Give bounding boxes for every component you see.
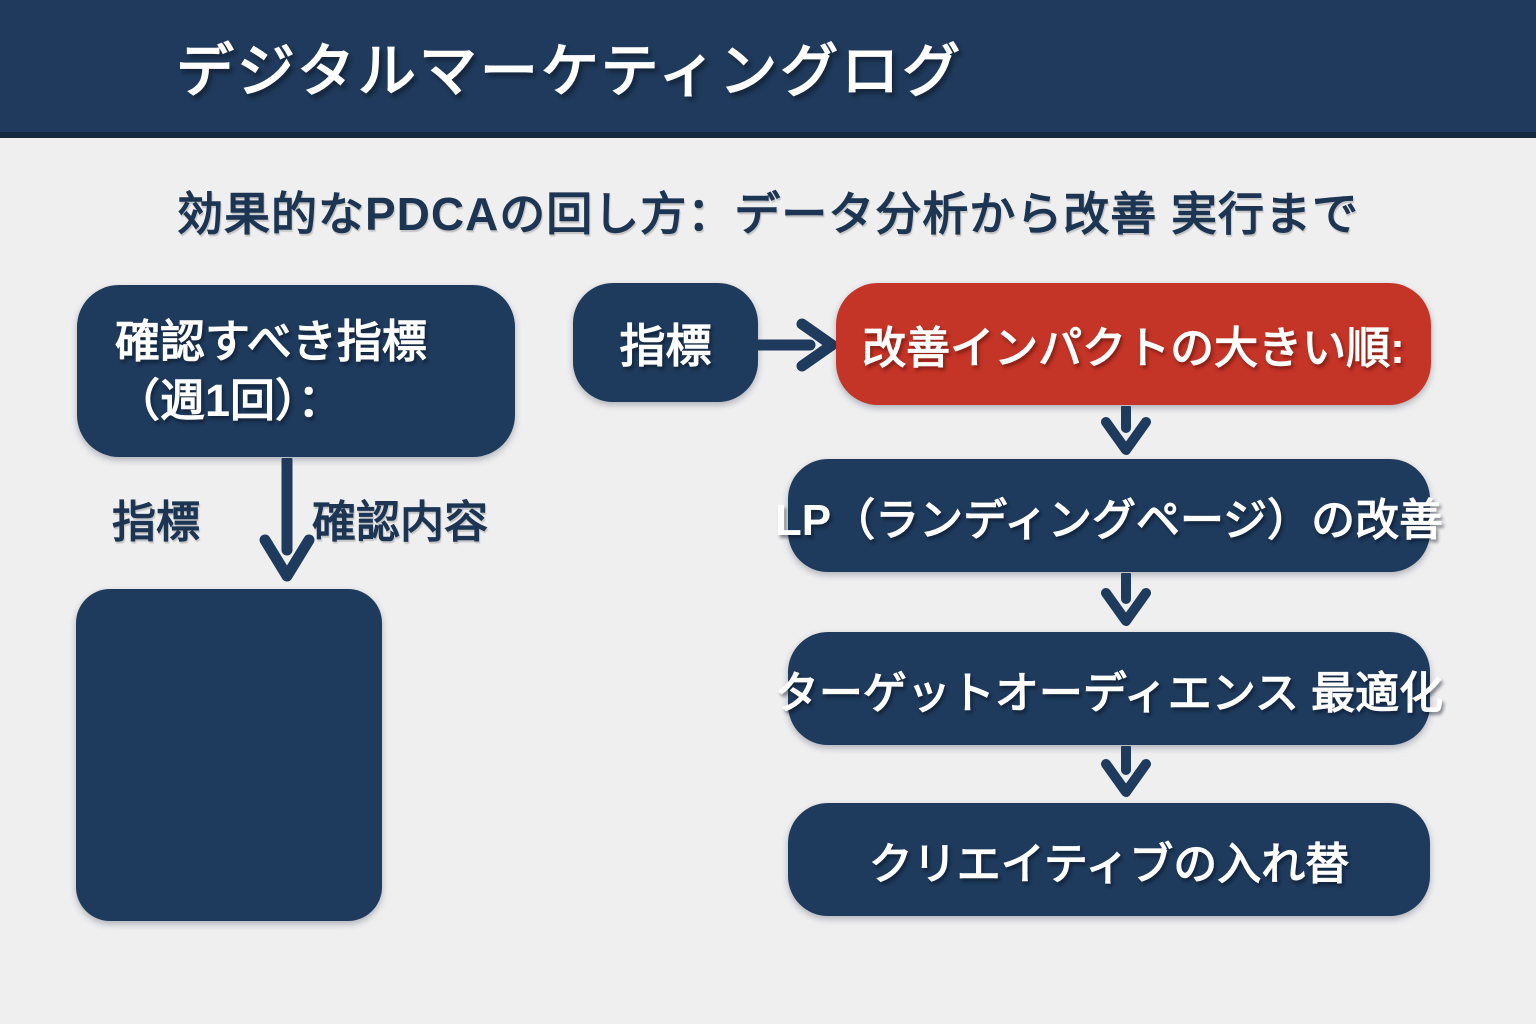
header-bar: デジタルマーケティングログ (0, 0, 1536, 138)
metrics-table-box (76, 589, 382, 921)
metrics-box: 確認すべき指標 （週1回）： (77, 285, 515, 457)
step-lp-label: LP（ランディングページ）の改善 (774, 495, 1444, 545)
down-arrow-icon (1096, 573, 1156, 629)
down-arrow-icon (1096, 406, 1156, 458)
metrics-box-line1: 確認すべき指標 (115, 315, 427, 367)
metrics-box-line2: （週1回）： (115, 375, 343, 426)
site-title: デジタルマーケティングログ (176, 39, 964, 104)
step-box-lp: LP（ランディングページ）の改善 (775, 459, 1443, 572)
step-box-creative: クリエイティブの入れ替 (788, 803, 1430, 916)
indicator-chip-label: 指標 (619, 319, 712, 372)
right-arrow-icon (752, 315, 840, 375)
down-arrow-icon (1096, 746, 1156, 800)
impact-priority-label: 改善インパクトの大きい順: (862, 324, 1405, 373)
step-audience-label: ターゲットオーディエンス 最適化 (774, 668, 1444, 718)
page-title: 効果的なPDCAの回し方：データ分析から改善 実行まで (176, 188, 1360, 240)
column-label-check-content: 確認内容 (312, 498, 488, 547)
down-arrow-icon (259, 458, 315, 584)
column-label-metric: 指標 (112, 498, 200, 547)
indicator-chip: 指標 (573, 283, 758, 402)
impact-priority-box: 改善インパクトの大きい順: (836, 283, 1431, 405)
step-box-audience: ターゲットオーディエンス 最適化 (775, 632, 1443, 745)
step-creative-label: クリエイティブの入れ替 (868, 839, 1350, 889)
